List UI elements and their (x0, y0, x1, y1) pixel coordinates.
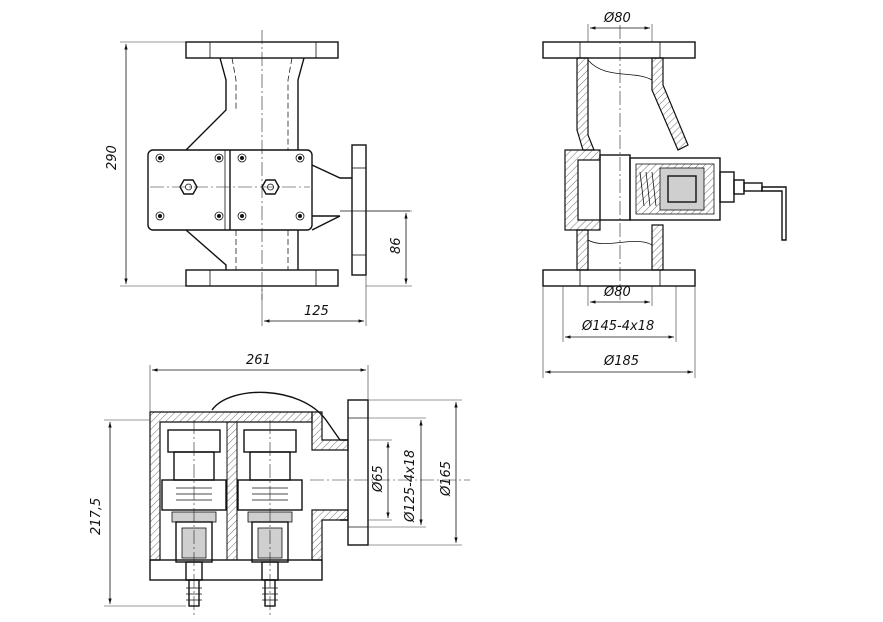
dim-height-217: 217,5 (89, 498, 104, 535)
side-view: Ø80 Ø80 Ø145-4x18 Ø185 (542, 11, 787, 378)
adjust-screw (743, 182, 763, 192)
front-view: 290 86 125 (105, 30, 412, 326)
dim-bolt-circle-side: Ø145-4x18 (581, 319, 654, 334)
dim-port-86: 86 (389, 237, 404, 254)
top-view: 261 217,5 Ø65 Ø125-4x18 Ø165 (89, 353, 470, 615)
hex-key (761, 186, 787, 241)
dim-bore-top: Ø80 (603, 11, 631, 26)
dim-flange-side: Ø185 (603, 354, 639, 369)
side-bottom-flange (542, 269, 696, 287)
dim-width-261: 261 (246, 353, 271, 368)
top-base (149, 559, 323, 581)
side-body-section (564, 149, 601, 231)
side-top-flange (542, 41, 696, 59)
spring-coil (639, 171, 657, 207)
dim-offset-125: 125 (304, 304, 329, 319)
dim-flange-top: Ø165 (439, 461, 454, 497)
cover-bolts (155, 153, 305, 221)
top-side-flange (347, 399, 369, 546)
dim-height-290: 290 (105, 145, 120, 170)
dim-bore-top-view: Ø65 (371, 465, 386, 493)
dim-bolt-circle-top: Ø125-4x18 (403, 450, 418, 523)
actuator-piston (659, 167, 705, 211)
side-flange (351, 144, 367, 276)
dim-bore-bottom: Ø80 (603, 285, 631, 300)
